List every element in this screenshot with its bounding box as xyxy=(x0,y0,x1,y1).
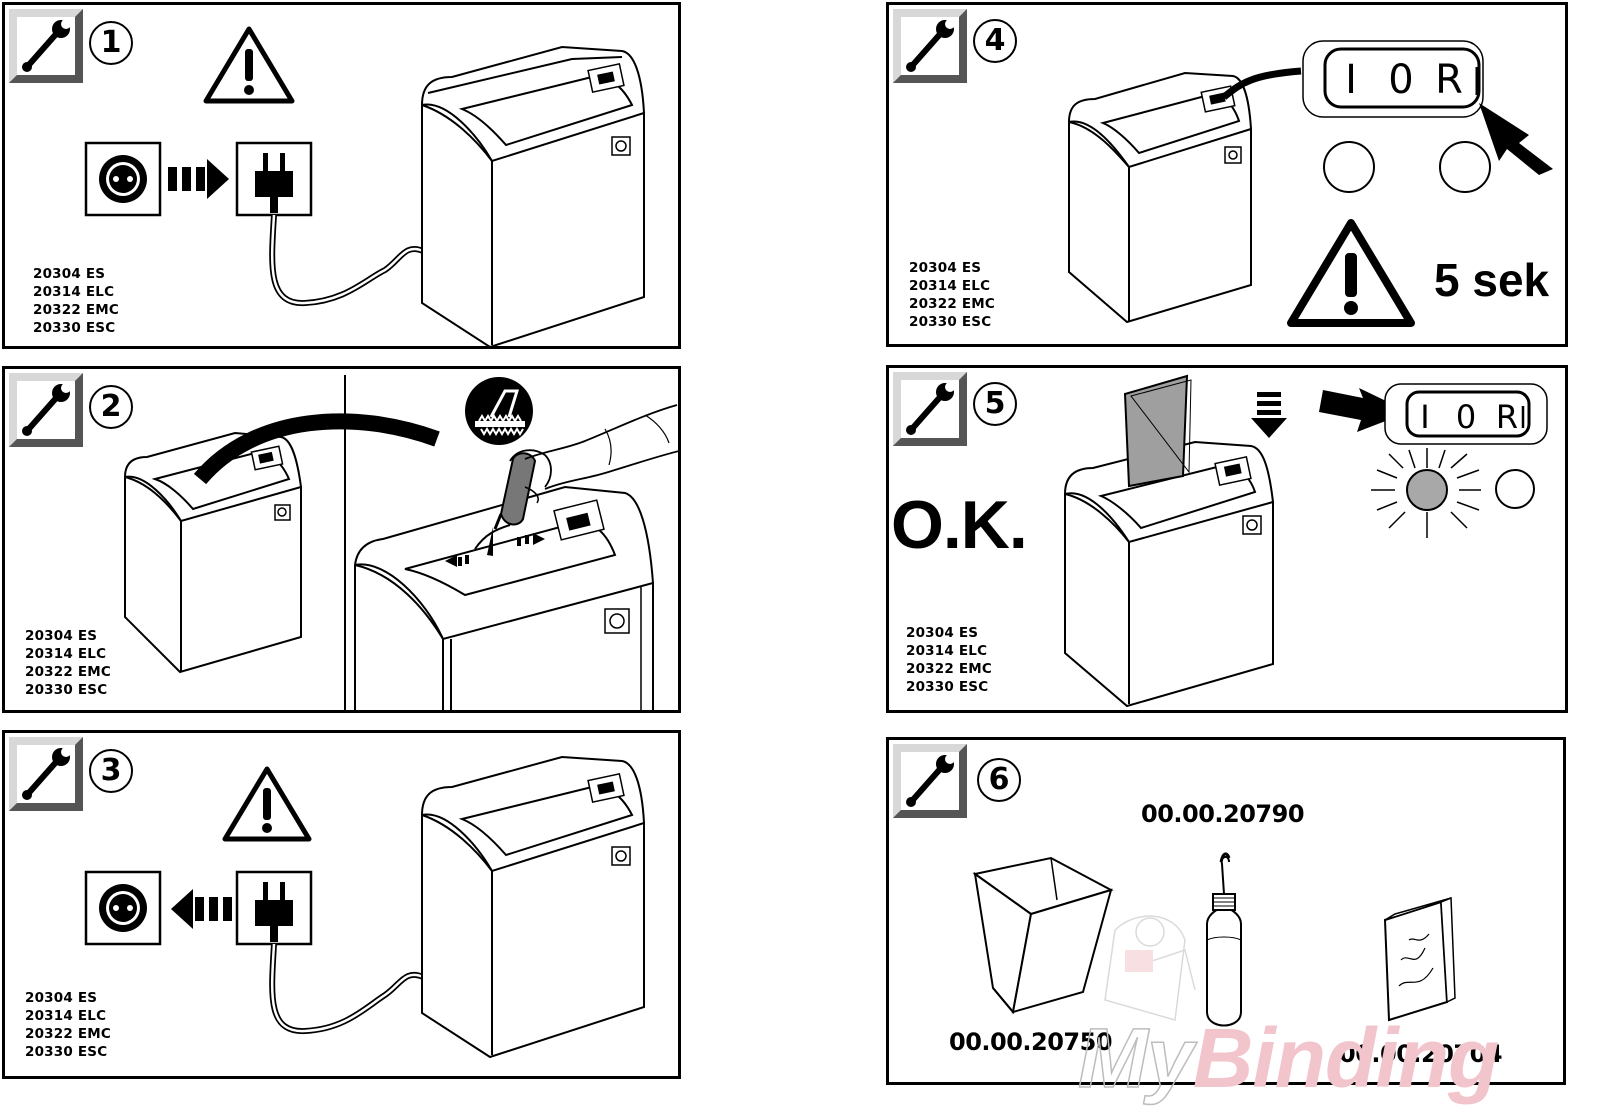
power-plug-icon xyxy=(235,870,313,946)
warning-triangle-icon xyxy=(1287,219,1415,327)
warning-triangle-icon xyxy=(203,26,295,104)
switch-label-reverse: R xyxy=(1496,398,1518,436)
part-number-bag: 00.00.20704 xyxy=(1339,1040,1503,1068)
step-3-illustration xyxy=(84,755,646,1059)
wrench-icon xyxy=(9,373,83,447)
switch-label-reverse: R xyxy=(1435,57,1463,103)
indicator-lamp xyxy=(1495,469,1535,509)
oil-bottle-icon xyxy=(487,452,537,556)
status-ok-label: O.K. xyxy=(891,487,1028,563)
switch-label-off: 0 xyxy=(1456,398,1476,436)
step-number: 3 xyxy=(89,749,133,793)
model-item: 20314 ELC xyxy=(25,1008,107,1024)
switch-label-on: I xyxy=(1345,57,1357,103)
model-item: 20322 EMC xyxy=(906,661,993,677)
watermark-suffix: Binding xyxy=(1192,1011,1500,1105)
step-number: 2 xyxy=(89,385,133,429)
shredder-illustration xyxy=(1067,71,1253,324)
model-list: 20304 ES 20314 ELC 20322 EMC 20330 ESC xyxy=(909,259,995,331)
wrench-icon xyxy=(893,9,967,83)
wall-socket-icon xyxy=(84,870,162,946)
shredder-illustration xyxy=(123,431,303,674)
watermark-text: MyBinding xyxy=(1077,1010,1500,1107)
wrench-icon xyxy=(9,9,83,83)
remove-arrow-icon xyxy=(171,889,232,929)
model-item: 20322 EMC xyxy=(33,302,120,318)
model-item: 20304 ES xyxy=(906,625,979,641)
step-2-illustration xyxy=(123,375,678,710)
pointer-arrow-icon xyxy=(1479,103,1553,175)
warning-triangle-icon xyxy=(222,766,312,842)
step-number: 6 xyxy=(977,758,1021,802)
model-item: 20330 ESC xyxy=(25,1044,108,1060)
model-item: 20304 ES xyxy=(33,266,106,282)
watermark-prefix: My xyxy=(1077,1010,1194,1106)
switch-label-off: 0 xyxy=(1388,57,1413,103)
shredder-illustration xyxy=(1063,440,1275,708)
insert-arrow-icon xyxy=(168,159,229,199)
shredder-closeup xyxy=(353,485,655,710)
step-5-illustration: I 0 R xyxy=(1063,374,1548,708)
step-5-panel: I 0 R xyxy=(886,365,1568,713)
waste-bin-illustration xyxy=(972,856,1114,1015)
step-6-panel: 6 00.00.20790 00.00.20750 00.00.20704 xyxy=(886,737,1566,1085)
part-number-bin: 00.00.20750 xyxy=(949,1028,1113,1056)
model-item: 20322 EMC xyxy=(25,664,112,680)
step-3-panel: 3 20304 ES 20314 ELC 20322 EMC 20330 ESC xyxy=(2,730,681,1079)
model-item: 20330 ESC xyxy=(909,314,992,330)
model-item: 20304 ES xyxy=(909,260,982,276)
shredder-illustration xyxy=(420,45,646,346)
wrench-icon xyxy=(893,744,967,818)
step-6-illustration xyxy=(972,852,1456,1027)
indicator-lamp xyxy=(1439,141,1491,193)
step-1-illustration xyxy=(84,26,646,346)
oil-bottle-icon xyxy=(1206,852,1242,1027)
step-4-panel: I 0 R 4 5 sek 20304 ES 20314 ELC 20322 E… xyxy=(886,2,1568,347)
lubricate-cutter-icon xyxy=(465,377,533,445)
shredder-illustration xyxy=(420,755,646,1059)
hand-illustration xyxy=(509,404,678,504)
control-switch-zoom: I 0 R xyxy=(1384,383,1548,445)
model-item: 20314 ELC xyxy=(33,284,115,300)
model-item: 20330 ESC xyxy=(33,320,116,336)
model-item: 20330 ESC xyxy=(25,682,108,698)
step-1-panel: 1 20304 ES 20314 ELC 20322 EMC 20330 ESC xyxy=(2,2,681,349)
lamp-lit-indicator xyxy=(1371,448,1481,538)
step-number: 4 xyxy=(973,19,1017,63)
model-item: 20304 ES xyxy=(25,628,98,644)
model-list: 20304 ES 20314 ELC 20322 EMC 20330 ESC xyxy=(25,989,111,1061)
model-item: 20322 EMC xyxy=(25,1026,112,1042)
model-list: 20304 ES 20314 ELC 20322 EMC 20330 ESC xyxy=(25,627,111,699)
wrench-icon xyxy=(9,737,83,811)
wall-socket-icon xyxy=(84,141,162,217)
model-item: 20314 ELC xyxy=(906,643,988,659)
part-number-oil: 00.00.20790 xyxy=(1141,800,1305,828)
step-number: 5 xyxy=(973,382,1017,426)
oil-bag-illustration xyxy=(1383,896,1456,1022)
model-item: 20322 EMC xyxy=(909,296,996,312)
pointer-arrow-icon xyxy=(1319,388,1409,432)
model-item: 20330 ESC xyxy=(906,679,989,695)
control-switch-zoom: I 0 R xyxy=(1302,40,1484,118)
model-list: 20304 ES 20314 ELC 20322 EMC 20330 ESC xyxy=(33,265,119,337)
feed-down-arrow-icon xyxy=(1251,392,1287,438)
indicator-lamp xyxy=(1323,141,1375,193)
model-item: 20314 ELC xyxy=(909,278,991,294)
model-item: 20314 ELC xyxy=(25,646,107,662)
power-plug-icon xyxy=(235,141,313,217)
wrench-icon xyxy=(893,372,967,446)
step-2-panel: 2 20304 ES 20314 ELC 20322 EMC 20330 ESC xyxy=(2,366,681,713)
paper-sheet xyxy=(1123,374,1192,488)
model-item: 20304 ES xyxy=(25,990,98,1006)
timer-label: 5 sek xyxy=(1434,254,1550,306)
model-list: 20304 ES 20314 ELC 20322 EMC 20330 ESC xyxy=(906,624,992,696)
step-4-illustration: I 0 R xyxy=(1067,40,1553,327)
step-number: 1 xyxy=(89,21,133,65)
switch-label-on: I xyxy=(1420,398,1429,436)
